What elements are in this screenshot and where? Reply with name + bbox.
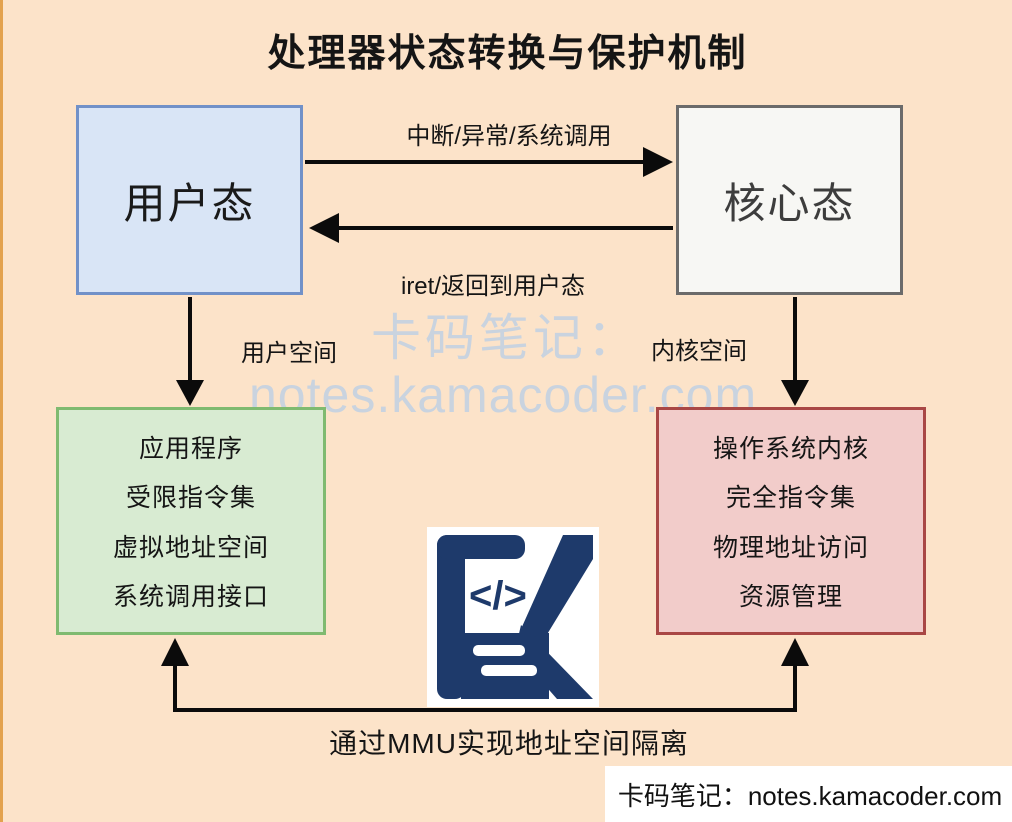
kernel-detail-item: 资源管理 (738, 582, 843, 611)
page-title: 处理器状态转换与保护机制 (267, 33, 748, 75)
to-kernel-arrow-line (305, 160, 651, 164)
mmu-connector-left-line (173, 650, 177, 712)
mmu-right-arrowhead-icon (781, 638, 809, 666)
user-detail-item: 受限指令集 (125, 484, 256, 513)
user-detail-item: 应用程序 (138, 435, 243, 464)
user-detail-item: 系统调用接口 (112, 582, 269, 611)
user-detail-item: 虚拟地址空间 (112, 533, 269, 562)
code-brackets-icon: </> (469, 574, 527, 618)
footer-watermark-text: 卡码笔记：notes.kamacoder.com (617, 780, 1003, 811)
to-user-arrow-line (325, 226, 673, 230)
to-user-arrowhead-icon (309, 213, 339, 243)
user-mode-box: 用户态 (76, 105, 303, 295)
to-user-transition-label: iret/返回到用户态 (400, 273, 585, 300)
user-mode-label: 用户态 (123, 179, 256, 227)
kernel-detail-item: 物理地址访问 (712, 533, 869, 562)
watermark-line1: 卡码笔记： (371, 310, 641, 366)
to-kernel-arrowhead-icon (643, 147, 673, 177)
kernel-mode-label: 核心态 (723, 179, 856, 227)
mmu-left-arrowhead-icon (161, 638, 189, 666)
user-space-detail-box: 应用程序 受限指令集 虚拟地址空间 系统调用接口 (56, 407, 326, 635)
kernel-detail-item: 操作系统内核 (712, 435, 869, 464)
footer-watermark: 卡码笔记：notes.kamacoder.com (605, 766, 1012, 822)
kernel-mode-box: 核心态 (676, 105, 903, 295)
user-space-label: 用户空间 (241, 340, 337, 367)
mmu-connector-right-line (793, 650, 797, 712)
to-kernel-transition-label: 中断/异常/系统调用 (406, 123, 612, 150)
kernel-space-arrowhead-icon (781, 380, 809, 406)
kernel-space-arrow-line (793, 297, 797, 383)
kamacoder-logo: </> (427, 527, 599, 707)
kamacoder-logo-icon: </> (437, 535, 593, 699)
kernel-space-detail-box: 操作系统内核 完全指令集 物理地址访问 资源管理 (656, 407, 926, 635)
mmu-connector-line (173, 708, 797, 712)
user-space-arrow-line (188, 297, 192, 383)
kernel-detail-item: 完全指令集 (725, 484, 856, 513)
user-space-arrowhead-icon (176, 380, 204, 406)
kernel-space-label: 内核空间 (651, 338, 747, 365)
mmu-label: 通过MMU实现地址空间隔离 (329, 728, 689, 759)
